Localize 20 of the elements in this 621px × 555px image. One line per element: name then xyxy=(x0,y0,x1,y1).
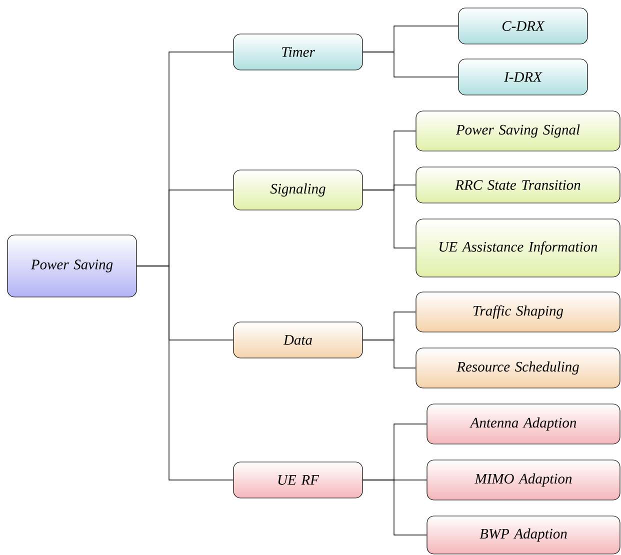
leaf-box: RRC State Transition xyxy=(416,166,620,204)
leaf-box: Power Saving Signal xyxy=(416,110,620,152)
connector xyxy=(362,340,416,368)
category-box: UE RF xyxy=(233,462,363,498)
leaf-box: Traffic Shaping xyxy=(416,292,620,332)
leaf-box: C-DRX xyxy=(458,8,588,44)
connector xyxy=(362,190,416,248)
leaf-box: I-DRX xyxy=(458,58,588,96)
category-box: Signaling xyxy=(233,170,363,210)
connector xyxy=(362,480,428,536)
category-box: Timer xyxy=(233,34,363,70)
connector xyxy=(136,266,234,480)
leaf-box: BWP Adaption xyxy=(426,516,620,554)
category-box: Data xyxy=(233,322,363,358)
leaf-box: Resource Scheduling xyxy=(416,348,620,388)
connector xyxy=(362,52,459,78)
leaf-box: MIMO Adaption xyxy=(426,460,620,500)
root-box: Power Saving xyxy=(7,234,137,298)
leaf-box: UE Assistance Information xyxy=(416,218,620,278)
leaf-box: Antenna Adaption xyxy=(426,404,620,444)
